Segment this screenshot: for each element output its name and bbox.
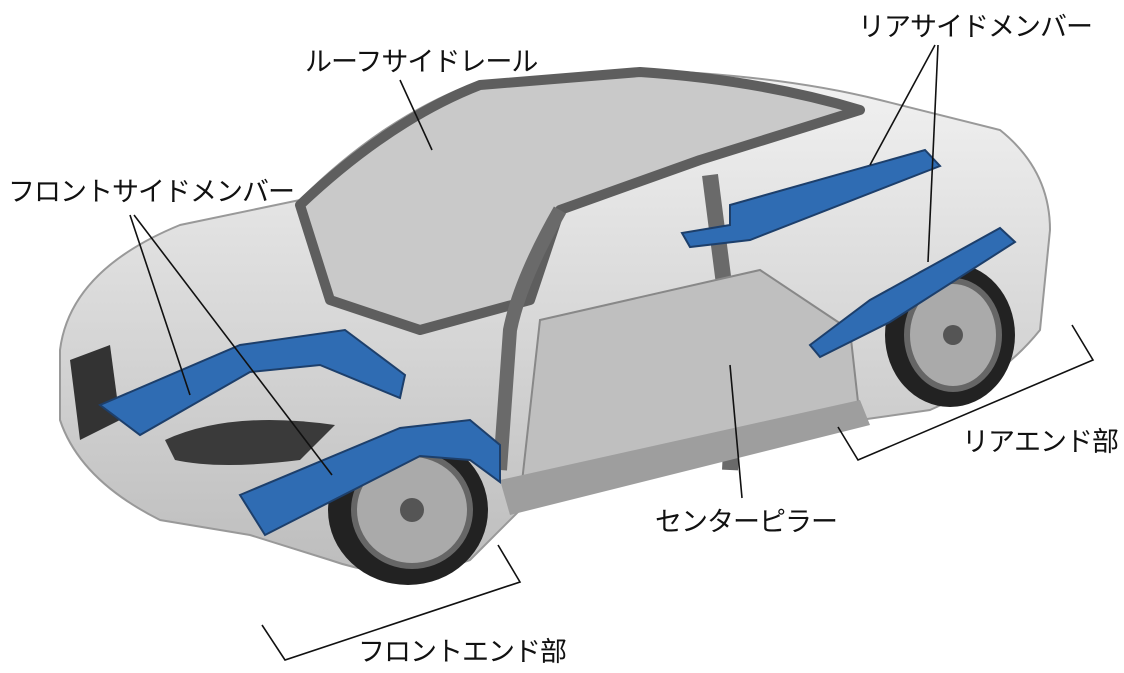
label-rear-side-member: リアサイドメンバー bbox=[858, 12, 1093, 43]
label-rear-end: リアエンド部 bbox=[962, 427, 1119, 458]
cabin-frame bbox=[295, 67, 865, 335]
headlight bbox=[165, 420, 335, 465]
label-front-side-member: フロントサイドメンバー bbox=[8, 177, 295, 208]
front-side-member-lower bbox=[238, 418, 501, 537]
rocker bbox=[500, 400, 870, 515]
grille bbox=[70, 345, 120, 440]
label-front-end: フロントエンド部 bbox=[358, 637, 567, 668]
rear-side-member-lower bbox=[808, 226, 1017, 359]
front-side-member-upper bbox=[98, 328, 407, 437]
a-pillar bbox=[493, 206, 567, 471]
bracket-front-end bbox=[261, 544, 522, 661]
leader-roof-side-rail bbox=[399, 79, 433, 151]
label-roof-side-rail: ルーフサイドレール bbox=[305, 47, 538, 78]
leader-front-side-member-1 bbox=[129, 214, 191, 396]
leader-rear-side-member-1 bbox=[869, 44, 936, 166]
rear-side-member-upper bbox=[680, 148, 942, 249]
leader-rear-side-member-2 bbox=[927, 44, 939, 263]
leader-center-pillar bbox=[729, 364, 743, 499]
leader-front-side-member-2 bbox=[133, 214, 333, 476]
floor bbox=[518, 268, 862, 502]
bracket-rear-end bbox=[837, 324, 1095, 462]
label-center-pillar: センターピラー bbox=[655, 507, 838, 538]
